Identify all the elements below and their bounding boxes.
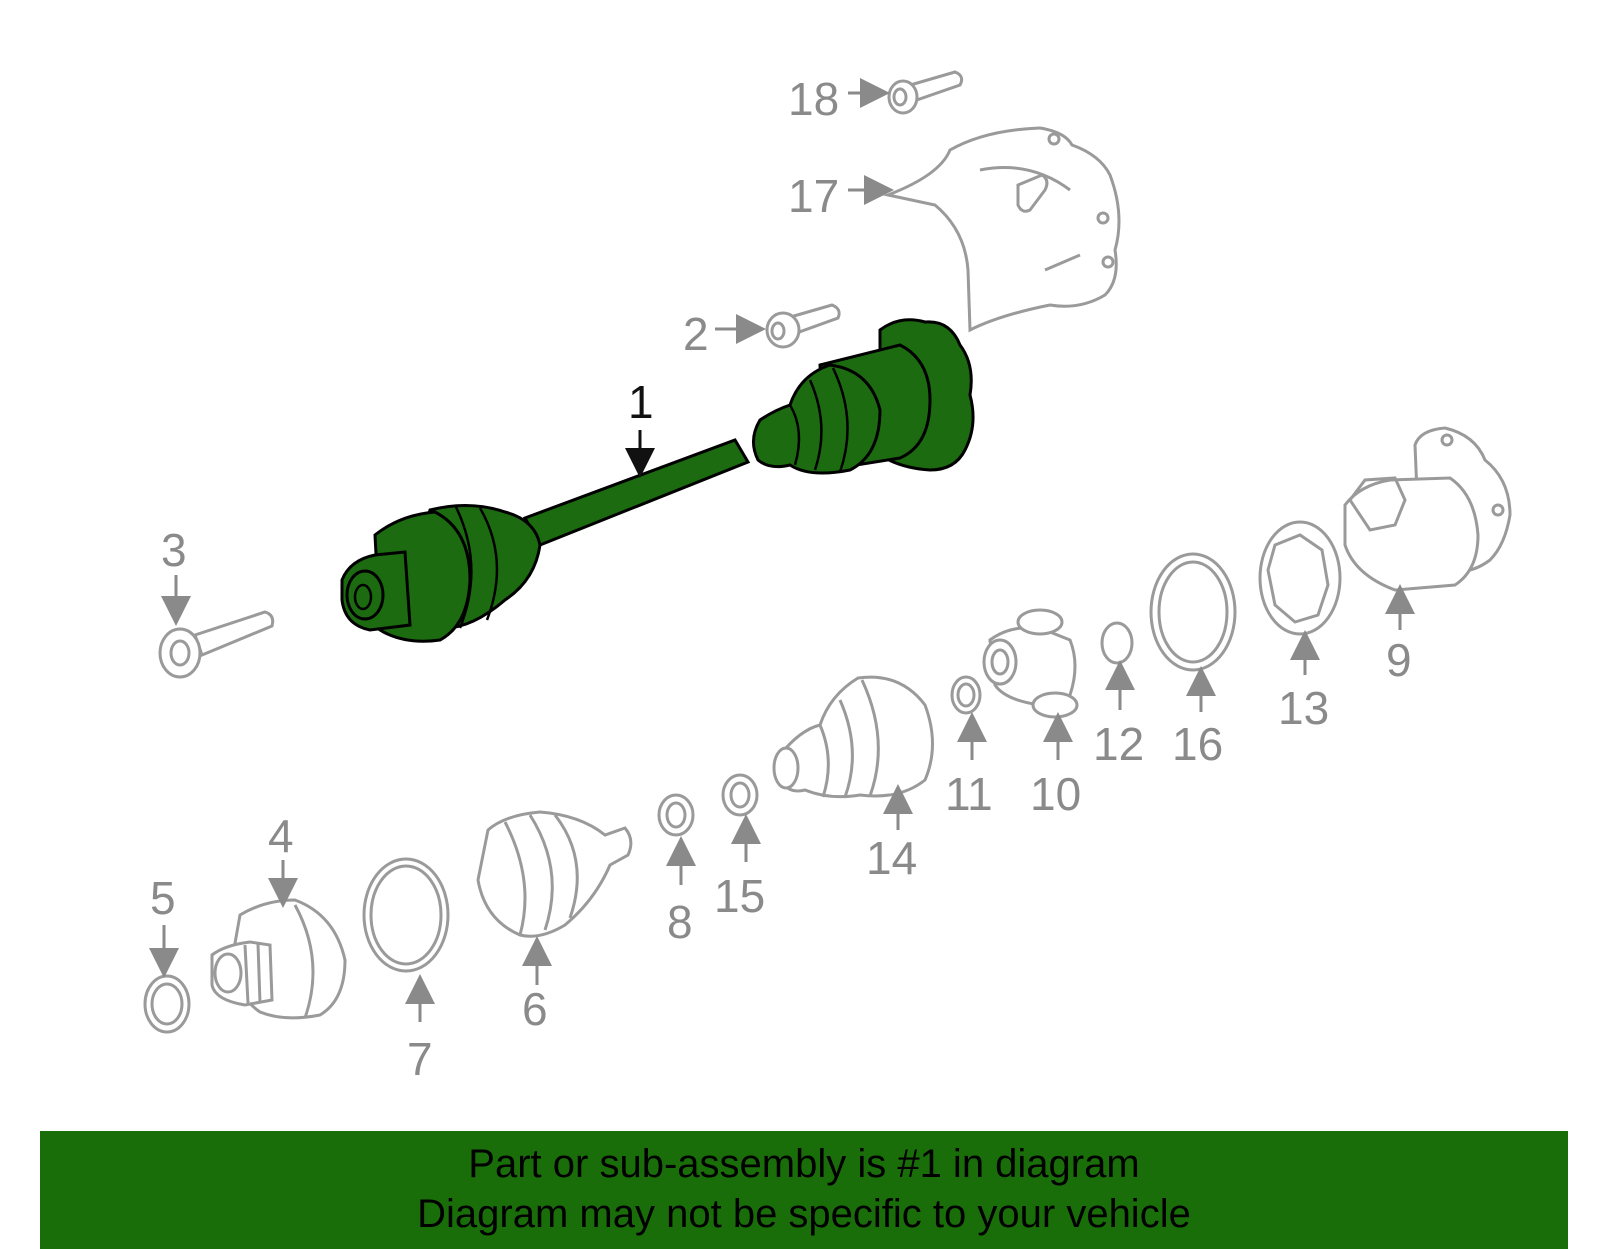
callout-15: 15 xyxy=(714,870,765,922)
part-13-ring xyxy=(1258,520,1342,636)
part-9-flange-housing xyxy=(1343,426,1512,592)
callout-6: 6 xyxy=(522,983,548,1035)
info-banner: Part or sub-assembly is #1 in diagram Di… xyxy=(40,1131,1568,1249)
part-14-inner-boot xyxy=(772,675,934,799)
part-16-clamp xyxy=(1149,552,1237,672)
part-3-bolt xyxy=(158,610,275,679)
banner-line-1: Part or sub-assembly is #1 in diagram xyxy=(468,1142,1140,1186)
callout-14: 14 xyxy=(866,832,917,884)
callout-9: 9 xyxy=(1386,634,1412,686)
callout-18: 18 xyxy=(788,73,839,125)
part-5-circlip xyxy=(143,974,191,1034)
callout-1: 1 xyxy=(628,376,654,428)
callout-8: 8 xyxy=(667,896,693,948)
part-18-bolt xyxy=(887,70,964,115)
callout-11: 11 xyxy=(945,768,993,820)
part-7-clamp-band xyxy=(362,857,450,973)
part-8-clamp xyxy=(657,793,695,837)
callout-13: 13 xyxy=(1278,682,1329,734)
callout-10: 10 xyxy=(1030,768,1081,820)
part-2-bolt xyxy=(765,303,841,349)
callout-7: 7 xyxy=(407,1033,433,1085)
part-1-axle-shaft-assembly xyxy=(340,318,975,643)
part-17-cover xyxy=(882,126,1121,333)
callout-5: 5 xyxy=(150,872,176,924)
callout-12: 12 xyxy=(1093,718,1144,770)
part-4-cv-joint xyxy=(210,898,347,1020)
part-11-ring xyxy=(950,675,982,715)
banner-line-2: Diagram may not be specific to your vehi… xyxy=(417,1192,1191,1236)
callout-17: 17 xyxy=(788,170,839,222)
callout-2: 2 xyxy=(683,308,709,360)
part-12-o-ring xyxy=(1100,621,1134,665)
part-6-outer-boot xyxy=(476,810,633,938)
part-15-clamp xyxy=(721,773,759,817)
callout-4: 4 xyxy=(268,810,294,862)
callout-3: 3 xyxy=(161,524,187,576)
part-10-tripod xyxy=(982,608,1079,719)
callout-16: 16 xyxy=(1172,718,1223,770)
